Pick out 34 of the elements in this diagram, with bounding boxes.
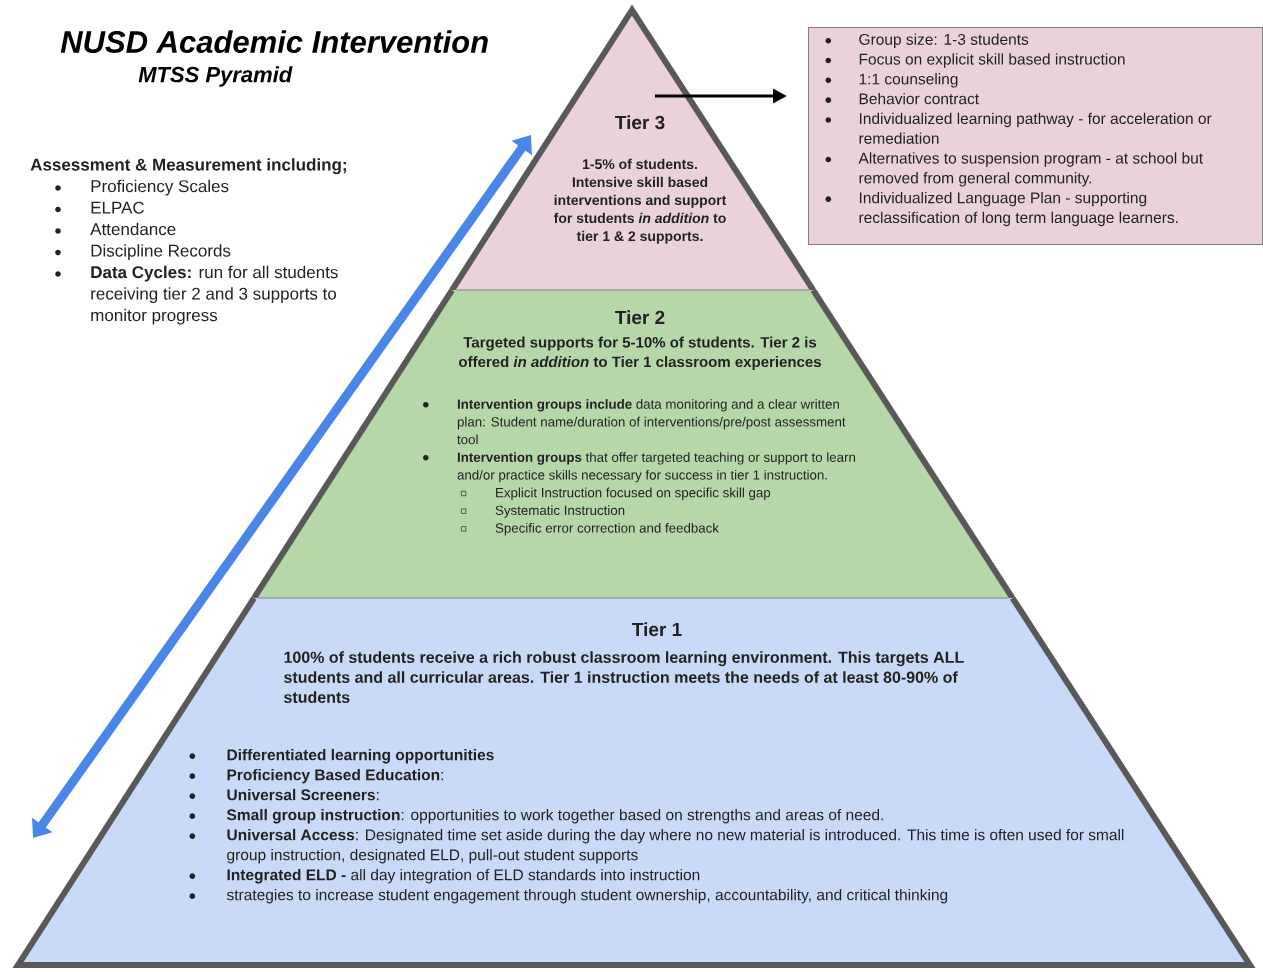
list-item: Specific error correction and feedback xyxy=(461,523,719,536)
list-item: Proficiency Scales xyxy=(55,179,229,196)
title: NUSD Academic Intervention xyxy=(60,30,488,53)
tier-heading: Tier 1 xyxy=(632,622,682,637)
tier-description: Targeted supports for 5-10% of students. Tier 2 is offered in addition to Tier 1 classroom experiences xyxy=(459,336,821,371)
list-item: Differentiated learning opportunities xyxy=(189,748,494,764)
list-item: Attendance xyxy=(55,222,176,236)
list-item: strategies to increase student engagement through student ownership, accountability, and critical thinking xyxy=(189,888,948,904)
list-item: Data Cycles: run for all students receiving tier 2 and 3 supports to monitor progress xyxy=(55,265,338,325)
list-item: Proficiency Based Education: xyxy=(189,768,443,784)
list-item: Individualized Language Plan - supporting reclassification of long term language learners. xyxy=(825,191,1178,227)
subtitle: MTSS Pyramid xyxy=(138,66,293,87)
list-heading: Assessment & Measurement including; xyxy=(30,158,346,175)
list-item: Small group instruction: opportunities to work together based on strengths and areas of need. xyxy=(189,808,883,824)
tier-description: 1-5% of students. Intensive skill based interventions and support for students in addition to tier 1 & 2 supports. xyxy=(553,158,727,244)
note-box xyxy=(808,27,1263,245)
list-item: Systematic Instruction xyxy=(461,505,625,518)
list-item: Integrated ELD - all day integration of ELD standards into instruction xyxy=(189,868,700,884)
tier-heading: Tier 2 xyxy=(615,310,665,325)
list-item: Individualized learning pathway - for acceleration or remediation xyxy=(825,112,1212,144)
list-item: Group size: 1-3 students xyxy=(825,33,1029,48)
list-item: Discipline Records xyxy=(55,244,231,261)
list-item: Intervention groups that offer targeted teaching or support to learn and/or practice skills necessary for success in tier 1 instruction. xyxy=(423,452,856,483)
list-item: Behavior contract xyxy=(825,92,979,105)
tier-section xyxy=(251,288,1016,600)
list-item: Alternatives to suspension program - at school but removed from general community. xyxy=(825,152,1203,187)
tier-heading: Tier 3 xyxy=(615,115,665,130)
list-item: Explicit Instruction focused on specific skill gap xyxy=(461,487,771,500)
list-item: Focus on explicit skill based instruction xyxy=(825,53,1125,68)
list-item: ELPAC xyxy=(55,201,145,214)
list-item: 1:1 counseling xyxy=(825,73,958,88)
tier-description: 100% of students receive a rich robust classroom learning environment. This targets ALL students and all curricular areas. Tier 1 instruction meets the needs of at least 80-90% of students xyxy=(284,651,964,703)
list-item: Universal Screeners: xyxy=(189,788,379,801)
tier-section xyxy=(12,596,1256,968)
